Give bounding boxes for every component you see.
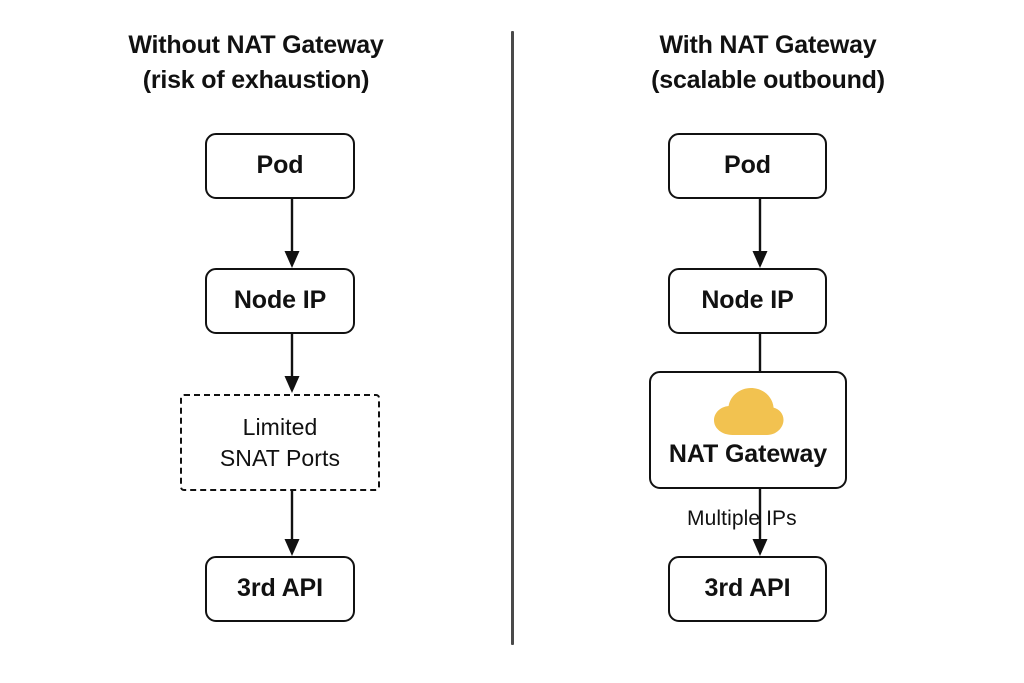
edge-nat-gateway-to-3rd-api: [748, 489, 772, 557]
left-column-title: Without NAT Gateway (risk of exhaustion): [0, 28, 512, 97]
node-pod-left[interactable]: Pod: [205, 133, 355, 199]
node-node-ip-right[interactable]: Node IP: [668, 268, 827, 334]
node-3rd-api-left[interactable]: 3rd API: [205, 556, 355, 622]
node-node-ip-right-label: Node IP: [701, 286, 794, 315]
node-3rd-api-left-label: 3rd API: [237, 574, 323, 603]
right-title-line-2: (scalable outbound): [651, 65, 885, 94]
edge-label-multiple-ips: Multiple IPs: [687, 507, 797, 530]
node-nat-gateway[interactable]: NAT Gateway: [649, 371, 847, 489]
right-column-title: With NAT Gateway (scalable outbound): [512, 28, 1024, 97]
edge-node-ip-to-nat-gateway: [748, 334, 772, 372]
node-pod-right[interactable]: Pod: [668, 133, 827, 199]
column-without-nat-gateway: Without NAT Gateway (risk of exhaustion): [0, 28, 512, 97]
node-3rd-api-right[interactable]: 3rd API: [668, 556, 827, 622]
node-pod-right-label: Pod: [724, 151, 771, 180]
node-limited-snat-ports[interactable]: Limited SNAT Ports: [180, 394, 380, 491]
left-title-line-1: Without NAT Gateway: [128, 31, 384, 59]
node-node-ip-left-label: Node IP: [233, 286, 327, 315]
node-nat-gateway-label: NAT Gateway: [668, 440, 828, 468]
node-limited-snat-ports-label-line-1: Limited: [242, 413, 318, 440]
column-with-nat-gateway: With NAT Gateway (scalable outbound): [512, 0, 1024, 683]
column-divider: [511, 31, 514, 645]
cloud-icon: [711, 386, 785, 436]
edge-pod-to-node-ip-right: [748, 199, 772, 269]
node-limited-snat-ports-label-line-2: SNAT Ports: [219, 444, 341, 471]
edge-node-ip-to-snat-left: [280, 334, 304, 394]
node-pod-left-label: Pod: [256, 151, 304, 180]
edge-pod-to-node-ip-left: [280, 199, 304, 269]
node-3rd-api-right-label: 3rd API: [704, 574, 791, 603]
edge-snat-to-3rd-api-left: [280, 491, 304, 557]
left-title-line-2: (risk of exhaustion): [142, 65, 370, 94]
node-node-ip-left[interactable]: Node IP: [205, 268, 355, 334]
right-title-line-1: With NAT Gateway: [659, 31, 877, 59]
